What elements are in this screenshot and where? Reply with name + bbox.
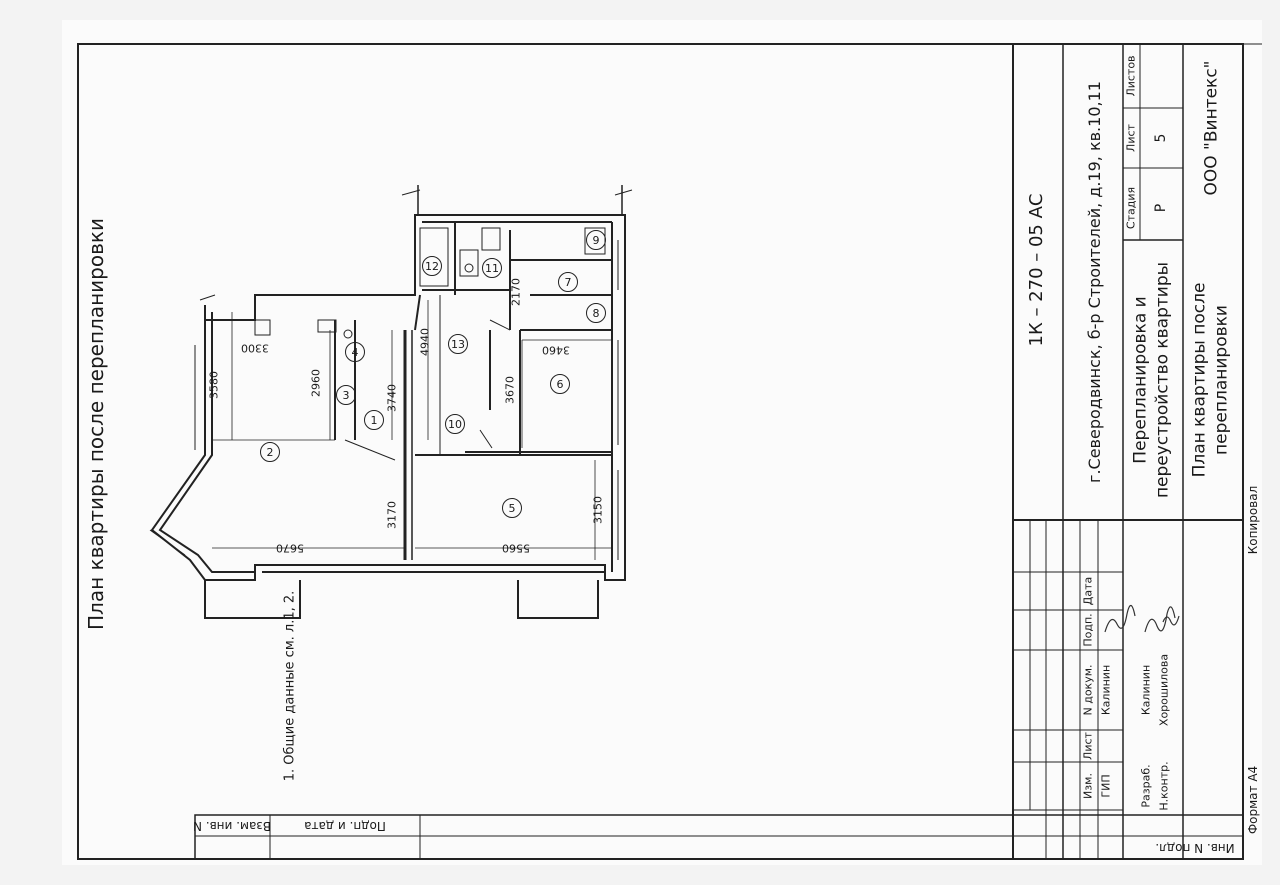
name-gip: Калинин [1099, 664, 1113, 716]
company-name: ООО "Винтекс" [1201, 60, 1222, 196]
col-list: Лист [1081, 732, 1095, 760]
dim-3170: 3170 [385, 501, 399, 529]
dim-3300: 3300 [241, 341, 269, 355]
room-marker-7: 7 [558, 272, 578, 292]
room-marker-9: 9 [586, 230, 606, 250]
sheet-name-line1: План квартиры после [1189, 282, 1210, 478]
name-control: Хорошилова [1157, 653, 1171, 727]
copied-label: Копировал [1246, 485, 1260, 555]
stage-value: Р [1153, 203, 1169, 213]
signatures [1104, 604, 1180, 633]
dim-3150: 3150 [591, 496, 605, 524]
room-marker-1: 1 [364, 410, 384, 430]
dim-3460: 3460 [542, 343, 570, 357]
paper [62, 20, 1262, 865]
dim-2170: 2170 [509, 278, 523, 306]
col-doc: N докум. [1081, 664, 1095, 716]
room-marker-11: 11 [482, 258, 502, 278]
side-stamp-block [194, 814, 1244, 860]
document-code: 1К – 270 – 05 АС [1026, 193, 1047, 347]
side-inv-orig: Инв. N подл. [1155, 841, 1235, 855]
name-dev: Калинин [1139, 664, 1153, 716]
room-marker-12: 12 [422, 256, 442, 276]
side-sign-date: Подп. и дата [304, 819, 386, 833]
address: г.Северодвинск, б-р Строителей, д.19, кв… [1085, 81, 1104, 483]
col-change: Изм. [1081, 773, 1095, 799]
general-note: 1. Общие данные см. л.1, 2. [282, 590, 298, 782]
sheet-header: Лист [1124, 124, 1138, 152]
dimension-lines [212, 262, 612, 560]
col-sign: Подп. [1081, 613, 1095, 647]
row-dev: Разраб. [1139, 764, 1153, 808]
plan-title: План квартиры после перепланировки [84, 218, 108, 630]
format-label: Формат А4 [1246, 765, 1260, 835]
room-marker-6: 6 [550, 374, 570, 394]
room-marker-5: 5 [502, 498, 522, 518]
dim-3580: 3580 [207, 371, 221, 399]
dim-2960: 2960 [309, 369, 323, 397]
room-marker-10: 10 [445, 414, 465, 434]
project-name-line2: переустройство квартиры [1152, 261, 1173, 499]
stage-header: Стадия [1124, 186, 1138, 230]
row-control: Н.контр. [1157, 761, 1171, 811]
sheets-header: Листов [1124, 55, 1138, 97]
room-marker-3: 3 [336, 385, 356, 405]
sheet-value: 5 [1153, 133, 1169, 143]
dim-3740: 3740 [385, 384, 399, 412]
dim-4940: 4940 [418, 328, 432, 356]
col-date: Дата [1081, 576, 1095, 606]
room-marker-4: 4 [345, 342, 365, 362]
room-marker-13: 13 [448, 334, 468, 354]
title-block [1012, 43, 1262, 859]
row-gip: ГИП [1099, 774, 1113, 798]
project-name-line1: Перепланировка и [1130, 296, 1151, 464]
dim-5670: 5670 [276, 541, 304, 555]
room-marker-2: 2 [260, 442, 280, 462]
sheet-name-line2: перепланировки [1211, 305, 1232, 455]
side-replace-inv: Взам. инв. N [193, 819, 271, 833]
dim-5560: 5560 [502, 541, 530, 555]
floor-plan [149, 185, 633, 619]
room-marker-8: 8 [586, 303, 606, 323]
dim-3670: 3670 [503, 376, 517, 404]
